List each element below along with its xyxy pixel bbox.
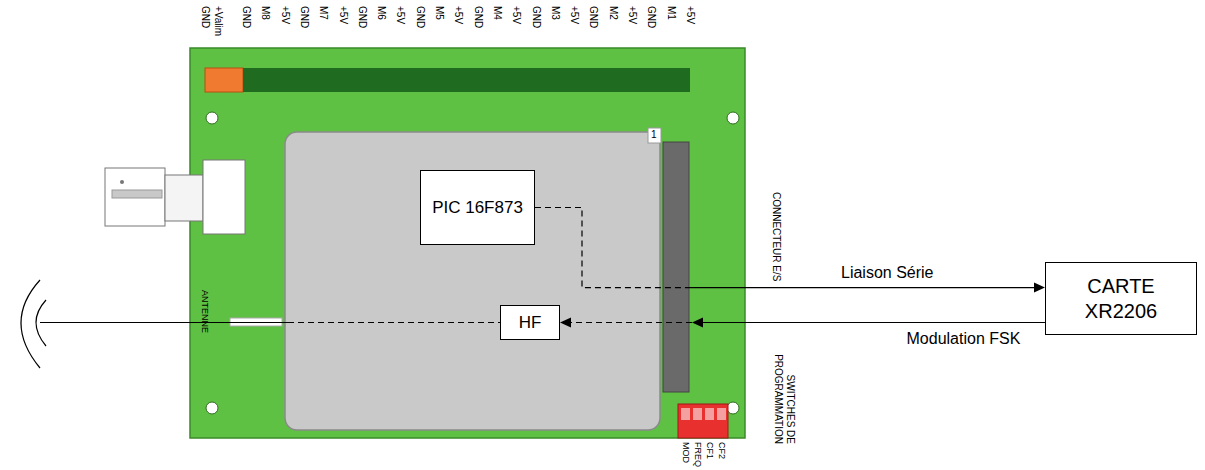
connector-line	[570, 322, 692, 323]
pin-label: GND	[299, 6, 309, 28]
part-label: CONNECTEUR E/S	[771, 192, 781, 281]
pin-label: M5	[434, 6, 444, 20]
box-content: PIC 16F873	[432, 197, 523, 218]
pin-header	[243, 68, 690, 92]
pin-label: GND	[200, 6, 210, 28]
mounting-hole	[727, 402, 739, 414]
pin-label: +5V	[280, 6, 290, 24]
dip-lever	[681, 408, 690, 420]
edge-label: Liaison Série	[839, 265, 936, 281]
pin-label: +5V	[627, 6, 637, 24]
bnc-dot	[120, 180, 124, 184]
box-content: HF	[519, 312, 542, 333]
part-label: CF2	[717, 442, 726, 459]
pin-label: M2	[608, 6, 618, 20]
part-label: 1	[651, 130, 657, 140]
pin-label: M1	[666, 6, 676, 20]
arrow-head	[1034, 283, 1045, 293]
dip-lever	[717, 408, 726, 420]
connector-line	[690, 287, 1035, 288]
part-label: SWITCHES DE PROGRAMMATION	[772, 332, 796, 444]
bnc-plug	[105, 168, 165, 226]
part-label: CF1	[705, 442, 714, 459]
pin-label: GND	[531, 6, 541, 28]
connector-line	[535, 208, 690, 288]
pin-label: +5V	[569, 6, 579, 24]
process-box: CARTE XR2206	[1045, 262, 1197, 335]
pin-label: GND	[646, 6, 656, 28]
edge-label: Modulation FSK	[905, 331, 1023, 347]
box-content: CARTE XR2206	[1051, 274, 1191, 324]
connector-line	[702, 322, 1045, 323]
rf-module	[285, 132, 660, 430]
pin-label: M3	[550, 6, 560, 20]
part-label: FREQ	[693, 442, 702, 467]
box-label: PIC 16F873	[432, 197, 523, 218]
signal-arrow	[560, 318, 1045, 328]
part-label: MOD	[681, 442, 690, 463]
bnc-ring	[165, 175, 203, 221]
pin-label: M7	[318, 6, 328, 20]
radio-wave	[21, 280, 40, 368]
pin-label: +5V	[453, 6, 463, 24]
mounting-hole	[206, 402, 218, 414]
process-box: HF	[500, 305, 560, 340]
pin-label: +5V	[395, 6, 405, 24]
pcb-board	[190, 48, 745, 438]
pin-label: M4	[492, 6, 502, 20]
pin-label: GND	[415, 6, 425, 28]
pin-one-marker	[648, 128, 661, 143]
mounting-hole	[727, 112, 739, 124]
pin-label: GND	[357, 6, 367, 28]
pin-label: +5V	[338, 6, 348, 24]
power-connector	[205, 68, 243, 92]
pin-label: GND	[588, 6, 598, 28]
bnc-pin	[112, 190, 162, 198]
dip-switch	[678, 404, 728, 438]
pin-label: M8	[260, 6, 270, 20]
bnc-body	[203, 160, 245, 234]
pin-label: +Valim	[213, 6, 223, 36]
dip-lever	[693, 408, 702, 420]
arrow-head	[560, 318, 571, 328]
pin-label: M6	[376, 6, 386, 20]
pin-label: +5V	[511, 6, 521, 24]
mounting-hole	[206, 112, 218, 124]
process-box: PIC 16F873	[420, 170, 535, 245]
signal-arrow	[535, 208, 1045, 293]
pin-label: GND	[473, 6, 483, 28]
pin-label: +5V	[685, 6, 695, 24]
part-label: ANTENNE	[200, 290, 209, 333]
box-label: HF	[519, 312, 542, 333]
arrow-head	[692, 318, 703, 328]
antenna-wire	[288, 322, 500, 323]
antenna-wire	[40, 322, 288, 323]
io-connector	[663, 142, 689, 392]
dip-lever	[705, 408, 714, 420]
pin-label: GND	[241, 6, 251, 28]
box-label: CARTE XR2206	[1051, 274, 1191, 324]
